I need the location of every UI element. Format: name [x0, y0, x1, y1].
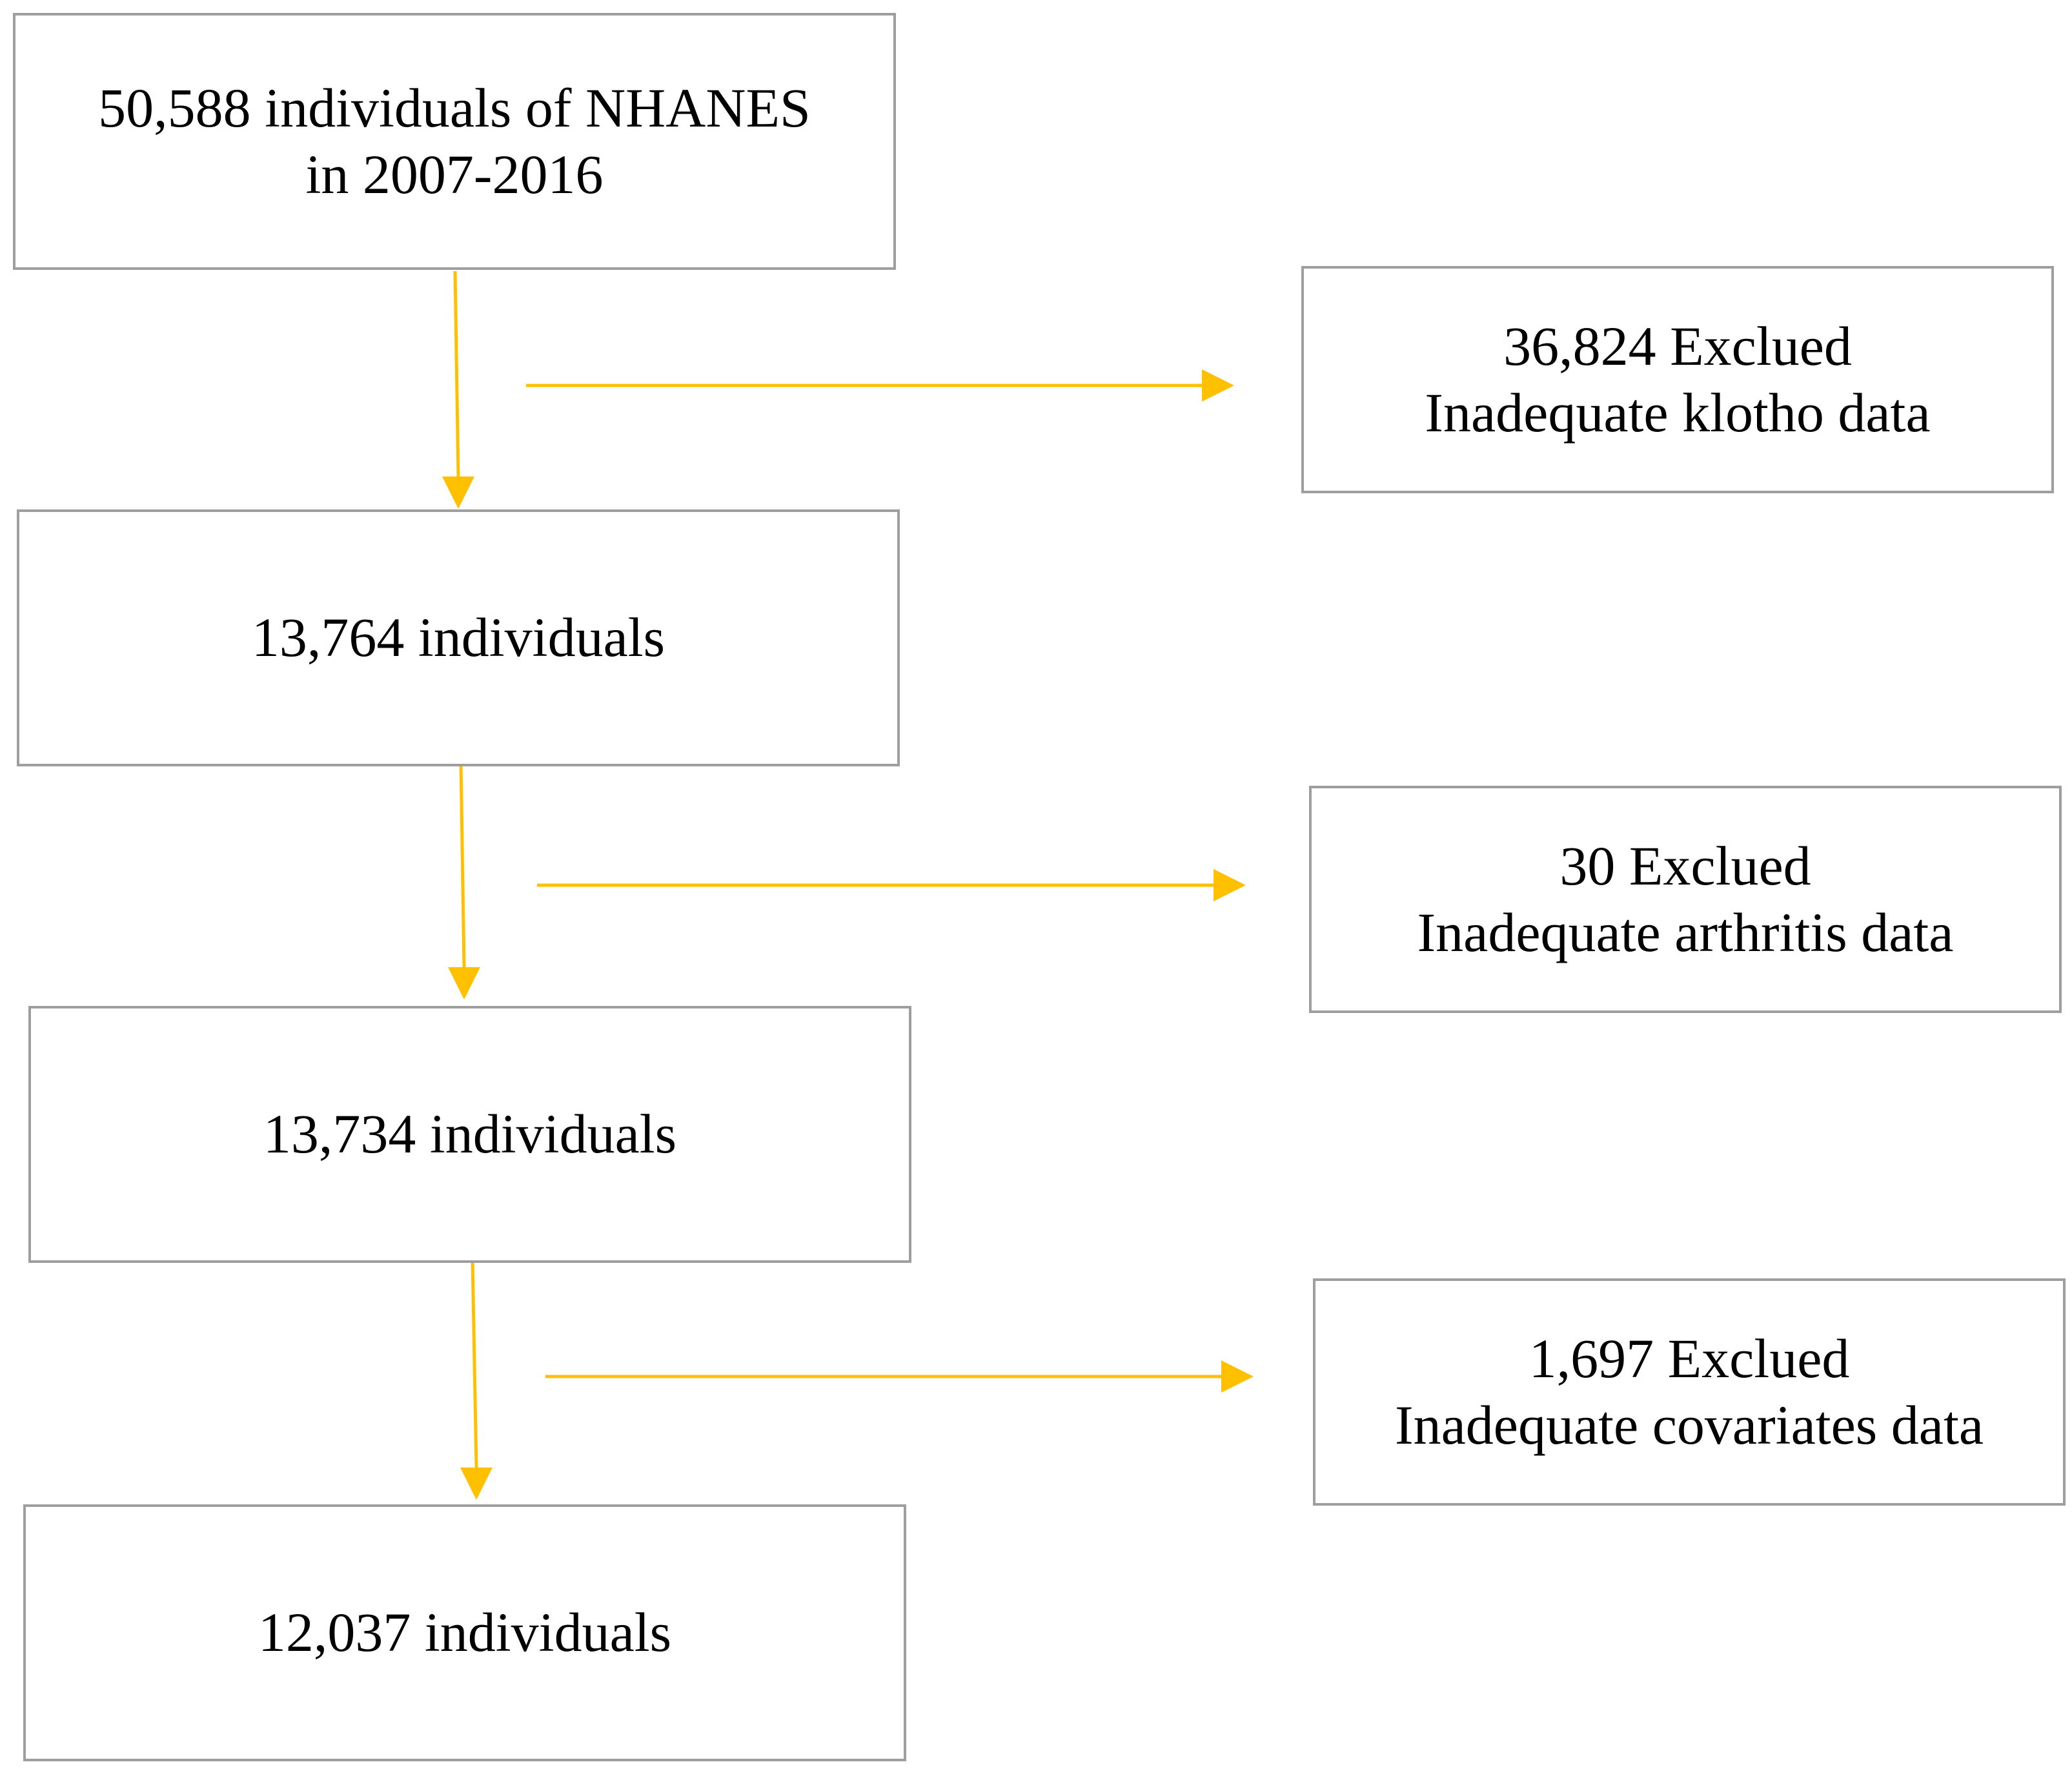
side-arrow-2 — [537, 869, 1246, 901]
step-4-label: 12,037 individuals — [258, 1601, 672, 1664]
exclusion-3-count: 1,697 Exclued — [1529, 1327, 1850, 1389]
exclusion-box-arthritis: 30 Exclued Inadequate arthritis data — [1309, 786, 2062, 1013]
exclusion-2-reason: Inadequate arthritis data — [1417, 901, 1954, 963]
step-1-line-2: in 2007-2016 — [305, 143, 604, 205]
exclusion-2-count: 30 Exclued — [1559, 834, 1811, 897]
step-box-2: 13,764 individuals — [17, 509, 900, 766]
down-arrow-3 — [460, 1258, 493, 1500]
step-1-line-1: 50,588 individuals of NHANES — [98, 76, 811, 139]
exclusion-box-covariates: 1,697 Exclued Inadequate covariates data — [1313, 1278, 2066, 1506]
side-arrow-3 — [545, 1360, 1254, 1393]
exclusion-1-count: 36,824 Exclued — [1503, 314, 1852, 377]
step-2-label: 13,764 individuals — [251, 606, 665, 669]
exclusion-1-reason: Inadequate klotho data — [1425, 382, 1931, 444]
exclusion-3-reason: Inadequate covariates data — [1394, 1394, 1984, 1456]
step-3-label: 13,734 individuals — [263, 1103, 677, 1165]
down-arrow-2 — [448, 761, 480, 999]
step-box-3: 13,734 individuals — [28, 1006, 911, 1263]
down-arrow-1 — [442, 271, 474, 509]
step-box-initial-population: 50,588 individuals of NHANES in 2007-201… — [13, 13, 896, 270]
side-arrow-1 — [526, 369, 1234, 402]
step-box-final: 12,037 individuals — [23, 1504, 906, 1761]
exclusion-box-klotho: 36,824 Exclued Inadequate klotho data — [1301, 266, 2054, 493]
